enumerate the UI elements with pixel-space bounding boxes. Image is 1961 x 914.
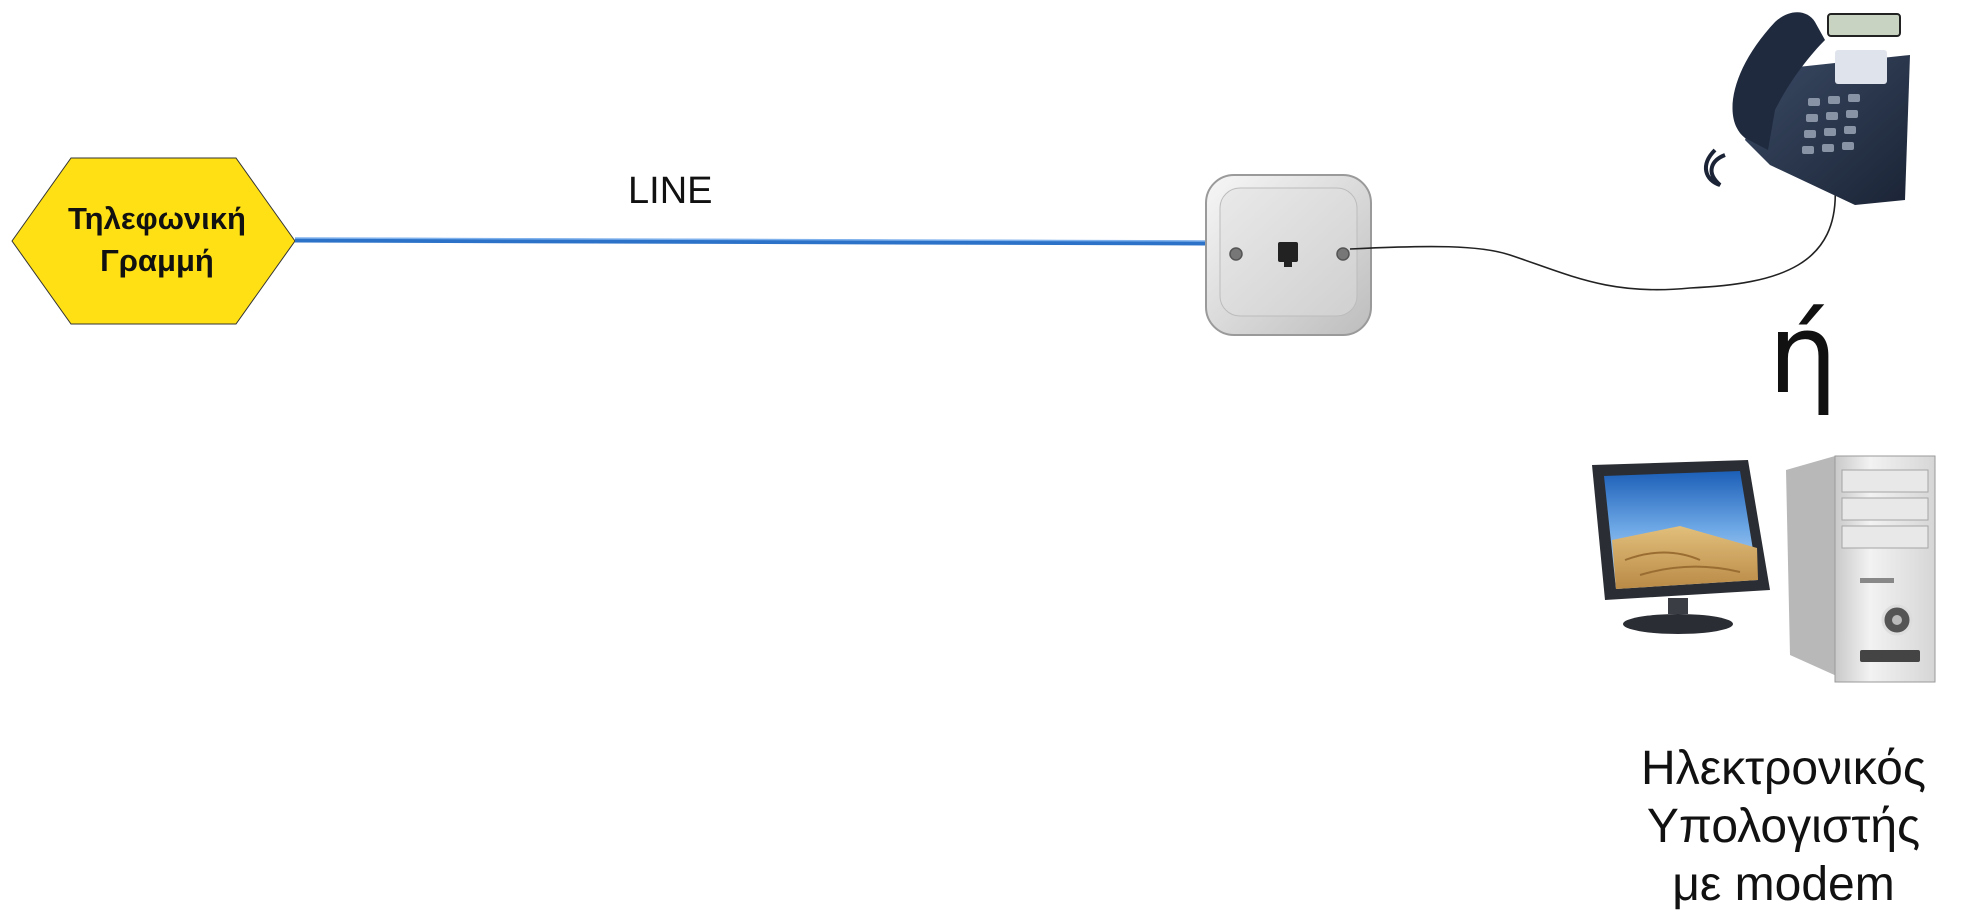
computer-caption: Ηλεκτρονικός Υπολογιστής με modem <box>1606 740 1961 914</box>
line-wire <box>294 237 1206 246</box>
or-label: ή <box>1768 290 1838 418</box>
computer-caption-line2: Υπολογιστής <box>1646 800 1921 853</box>
computer-caption-line1: Ηλεκτρονικός <box>1641 742 1926 795</box>
telephone-cord <box>1349 184 1836 291</box>
telephone-line-label-line1: Τηλεφωνική <box>68 201 246 236</box>
monitor-icon <box>1592 460 1770 634</box>
desk-telephone-icon <box>1704 12 1910 205</box>
line-label: LINE <box>628 170 713 212</box>
computer-caption-line3: με modem <box>1672 858 1895 911</box>
desktop-computer-icon <box>1786 455 1936 683</box>
telephone-line-label: Τηλεφωνική Γραμμή <box>14 198 300 282</box>
rj11-wall-socket-icon <box>1205 174 1372 336</box>
telephone-line-label-line2: Γραμμή <box>100 243 214 278</box>
